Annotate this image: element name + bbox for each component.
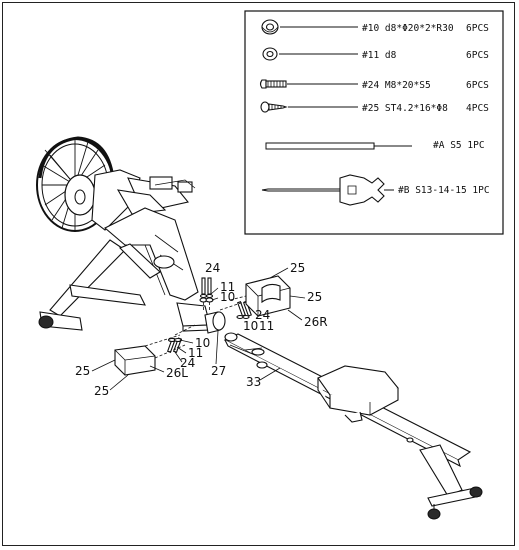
callout-27: 27 (211, 364, 226, 378)
callout-10-top: 10 (220, 290, 235, 304)
connector-tube-27 (204, 311, 226, 334)
callout-10-left: 10 (195, 336, 210, 350)
svg-text:#A S5 1PC: #A S5 1PC (433, 140, 485, 151)
callout-11-top: 11 (220, 280, 235, 294)
svg-text:#24 M8*20*S5: #24 M8*20*S5 (362, 80, 431, 91)
callout-10-right: 10 (243, 319, 258, 333)
callout-24-top: 24 (205, 261, 220, 275)
rower-front-frame (36, 136, 211, 332)
callout-24-right: 24 (255, 308, 270, 322)
callout-24-left: 24 (180, 356, 195, 370)
seat (317, 365, 399, 423)
callout-25-bottom: 25 (94, 384, 109, 398)
callout-25-mid: 25 (307, 290, 322, 304)
cover-26L (114, 334, 186, 376)
hardware-list-box: #10 d8*Φ20*2*R30 6PCS #11 d8 6PCS #24 M8… (244, 10, 504, 235)
hardware-cluster-right (219, 299, 252, 320)
qty-25: 4PCS (466, 103, 489, 114)
svg-text:#25 ST4.2*16*Φ8: #25 ST4.2*16*Φ8 (362, 103, 448, 114)
callouts: 24 25 11 10 25 24 10 11 26R 10 11 24 25 … (75, 261, 328, 398)
callout-33: 33 (246, 375, 261, 389)
callout-26L: 26L (166, 366, 188, 380)
bolt-icon (259, 79, 287, 89)
spring-washer-icon (262, 47, 278, 61)
spanner-screwdriver-icon (261, 174, 394, 206)
callout-11-right: 11 (259, 319, 274, 333)
callout-26R: 26R (304, 315, 328, 329)
svg-text:#10 d8*Φ20*2*R30: #10 d8*Φ20*2*R30 (362, 23, 454, 34)
callout-25-top: 25 (290, 261, 305, 275)
washer-curved-icon (261, 19, 279, 35)
hardware-cluster-top (199, 277, 214, 312)
callout-25-left: 25 (75, 364, 90, 378)
qty-11: 6PCS (466, 50, 489, 61)
cover-26R (229, 275, 291, 317)
svg-text:#11 d8: #11 d8 (362, 50, 397, 61)
screw-icon (260, 101, 288, 113)
svg-text:#B S13-14-15 1PC: #B S13-14-15 1PC (398, 185, 490, 196)
diagram-frame (2, 2, 515, 546)
callout-11-left: 11 (188, 346, 203, 360)
qty-10: 6PCS (466, 23, 489, 34)
qty-24: 6PCS (466, 80, 489, 91)
rear-stabilizer (406, 437, 483, 520)
